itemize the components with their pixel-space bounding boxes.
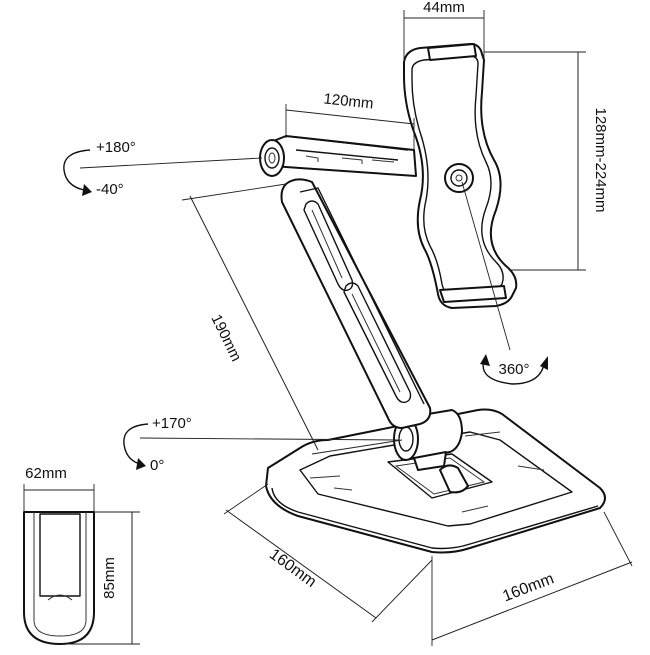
upper-arm — [259, 135, 417, 177]
dim-label-44mm: 44mm — [423, 0, 465, 16]
dim-label-120mm: 120mm — [323, 90, 375, 112]
rotation-label-0: 0° — [150, 457, 164, 474]
dim-label-190mm: 190mm — [207, 312, 244, 364]
rotation-arrow-icon-360 — [480, 354, 548, 385]
dimension-lines — [23, 10, 633, 646]
dim-label-160mm-left: 160mm — [266, 546, 319, 591]
rotation-label-plus180: +180° — [96, 139, 136, 156]
dim-label-85mm: 85mm — [101, 557, 118, 599]
rotation-arrow-icon-top — [63, 149, 92, 196]
rotation-label-360: 360° — [498, 361, 529, 378]
tablet-holder — [403, 43, 518, 309]
side-view — [23, 511, 95, 645]
rotation-arrows — [63, 149, 548, 470]
dim-label-128-224mm: 128mm-224mm — [592, 107, 609, 212]
dim-label-62mm: 62mm — [25, 465, 67, 482]
rotation-label-plus170: +170° — [152, 415, 192, 432]
rotation-label-minus40: -40° — [96, 181, 124, 198]
dim-label-160mm-right: 160mm — [500, 570, 556, 605]
stand-base — [265, 408, 606, 554]
main-arm — [280, 178, 432, 429]
rotation-arrow-icon-bottom — [123, 423, 149, 470]
